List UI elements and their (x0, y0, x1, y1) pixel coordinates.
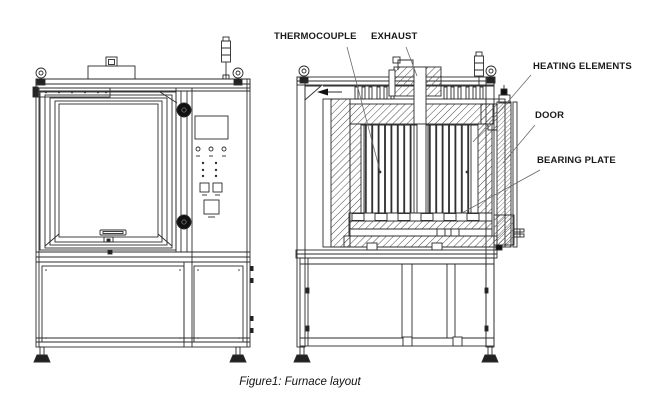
label-heating-elements: HEATING ELEMENTS (533, 61, 632, 72)
section-arrow-icon (317, 88, 342, 96)
panel-screen (194, 115, 229, 140)
leveling-foot-icon (293, 346, 499, 363)
front-view (32, 36, 254, 363)
section-door (493, 85, 525, 251)
front-door-window (39, 91, 177, 251)
label-thermocouple: THERMOCOUPLE (274, 31, 357, 42)
eyebolt-icon (35, 67, 244, 86)
exhaust-stack (388, 56, 442, 125)
label-door: DOOR (535, 110, 565, 121)
door-clamp-knob-icon (176, 102, 192, 230)
label-exhaust: EXHAUST (371, 31, 418, 42)
panel-led-row (195, 146, 227, 157)
signal-tower-icon (474, 51, 484, 85)
front-lower-cabinet (36, 262, 254, 347)
heating-element-rods (361, 123, 478, 214)
leveling-foot-icon (33, 346, 247, 363)
figure-caption: Figure1: Furnace layout (239, 376, 361, 388)
leader-lines (346, 46, 541, 214)
panel-buttons (199, 182, 223, 218)
bearing-plate-assembly (343, 212, 498, 248)
section-lower-cabinet (299, 257, 495, 347)
signal-tower-icon (221, 36, 231, 80)
panel-indicator-dots (201, 161, 218, 178)
section-view (293, 51, 525, 363)
control-panel (194, 115, 229, 218)
label-bearing-plate: BEARING PLATE (537, 155, 616, 166)
